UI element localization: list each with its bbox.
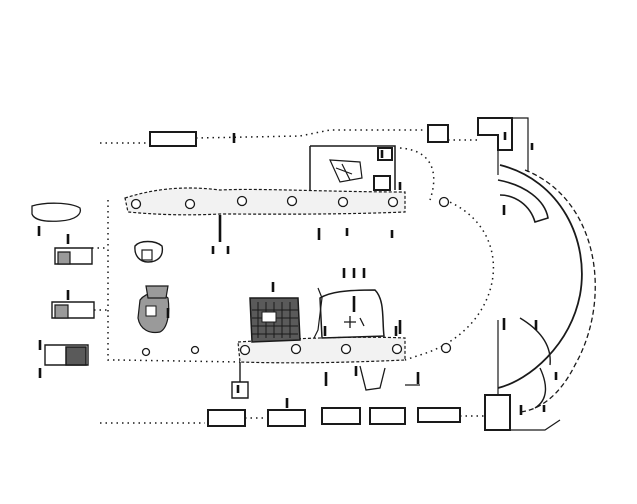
column-base: [286, 195, 298, 207]
column-base: [387, 196, 399, 208]
column-base: [239, 344, 251, 356]
grid-chamber: [249, 282, 301, 343]
central-enclosure: [313, 268, 385, 339]
column-base: [438, 196, 450, 208]
south-stylobate: [141, 320, 452, 399]
west-annex-room-4: [38, 340, 89, 378]
column-base: [236, 195, 248, 207]
annotation-marks: [236, 132, 507, 393]
column-base: [391, 343, 403, 355]
west-annex-top: [31, 202, 82, 236]
west-annex-room-1: [54, 234, 108, 265]
west-annex-room-2: [134, 240, 164, 263]
south-nave-line: [117, 359, 241, 363]
column-base: [337, 196, 349, 208]
column-base: [440, 342, 452, 354]
column-base: [130, 198, 142, 210]
column-base: [340, 343, 352, 355]
north-stylobate: [124, 187, 450, 254]
sanctuary-line: [399, 147, 495, 361]
west-wall: [107, 200, 118, 361]
column-base: [184, 198, 196, 210]
south-wall: [100, 394, 561, 431]
west-annex-room-3: [51, 290, 108, 319]
apse: [497, 150, 596, 413]
column-base: [190, 345, 200, 355]
shaded-grave: [137, 285, 170, 334]
column-base: [141, 347, 151, 357]
north-east-chamber: [309, 145, 402, 191]
north-wall: [100, 117, 534, 172]
column-base: [290, 343, 302, 355]
